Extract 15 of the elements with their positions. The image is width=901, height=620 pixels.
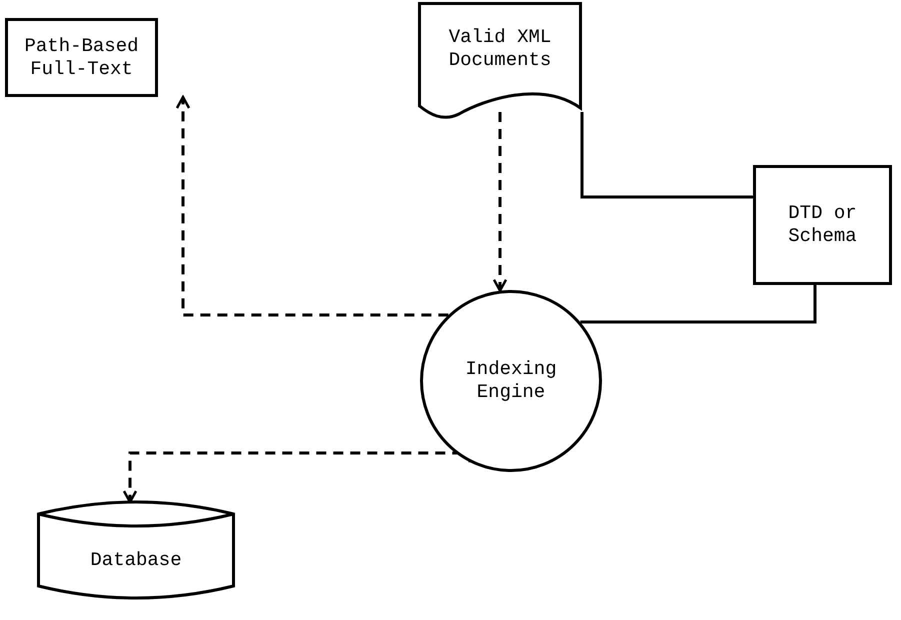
node-label: Valid XML Documents [448, 26, 552, 72]
connector-line [580, 285, 816, 324]
database-cylinder [37, 500, 235, 600]
dashed-arrow [122, 452, 472, 504]
process-circle [420, 290, 602, 472]
node-label: Indexing Engine [464, 358, 558, 404]
node-label: DTD or Schema [787, 202, 858, 248]
connector-line [580, 112, 753, 198]
node-label: Path-Based Full-Text [23, 34, 140, 80]
process-box [753, 165, 892, 285]
process-box [5, 18, 158, 97]
document-shape [418, 2, 582, 120]
dashed-arrow [492, 112, 508, 292]
node-label: Database [89, 548, 183, 572]
dashed-arrow [176, 96, 448, 316]
